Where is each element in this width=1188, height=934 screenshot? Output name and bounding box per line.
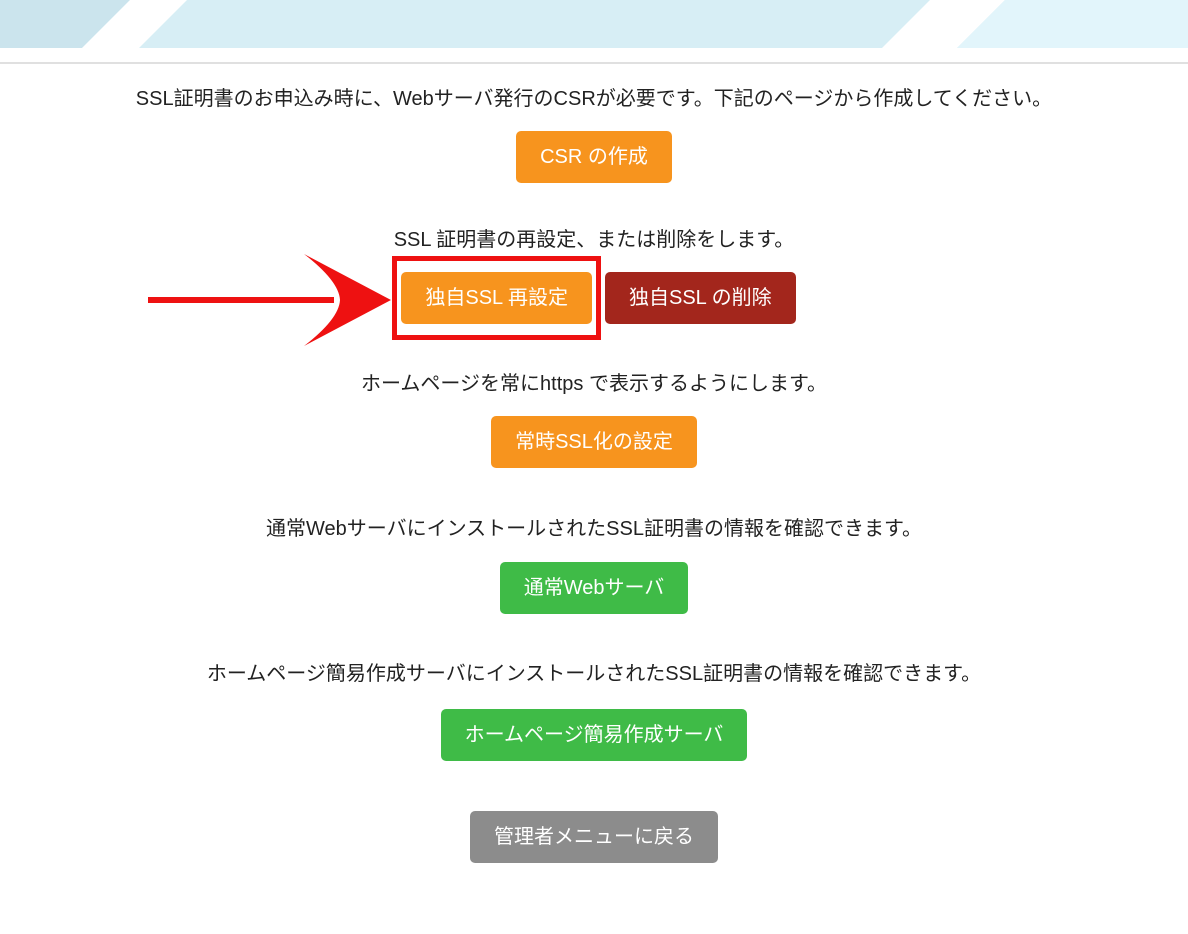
ssl-settings-content: SSL証明書のお申込み時に、Webサーバ発行のCSRが必要です。下記のページから… bbox=[0, 88, 1188, 863]
red-arrow bbox=[148, 254, 391, 346]
easy-homepage-server-button[interactable]: ホームページ簡易作成サーバ bbox=[440, 709, 748, 761]
always-ssl-setting-button[interactable]: 常時SSL化の設定 bbox=[491, 416, 697, 468]
easy-homepage-instruction: ホームページ簡易作成サーバにインストールされたSSL証明書の情報を確認できます。 bbox=[206, 663, 982, 685]
normal-web-server-button[interactable]: 通常Webサーバ bbox=[499, 562, 689, 614]
web-server-instruction: 通常WebサーバにインストールされたSSL証明書の情報を確認できます。 bbox=[266, 518, 922, 540]
highlight-box: 独自SSL 再設定 bbox=[392, 256, 601, 340]
ssl-reconfigure-button[interactable]: 独自SSL 再設定 bbox=[401, 272, 592, 324]
csr-instruction: SSL証明書のお申込み時に、Webサーバ発行のCSRが必要です。下記のページから… bbox=[135, 88, 1053, 110]
back-to-admin-menu-button[interactable]: 管理者メニューに戻る bbox=[470, 811, 718, 863]
csr-create-button[interactable]: CSR の作成 bbox=[516, 131, 672, 183]
ssl-reset-instruction: SSL 証明書の再設定、または削除をします。 bbox=[393, 229, 795, 251]
https-instruction: ホームページを常にhttps で表示するようにします。 bbox=[361, 373, 827, 395]
decorative-banner bbox=[0, 0, 1188, 48]
ssl-delete-button[interactable]: 独自SSL の削除 bbox=[605, 272, 796, 324]
ssl-reset-button-row: 独自SSL 再設定 独自SSL の削除 bbox=[0, 256, 1188, 340]
header-divider bbox=[0, 62, 1188, 64]
